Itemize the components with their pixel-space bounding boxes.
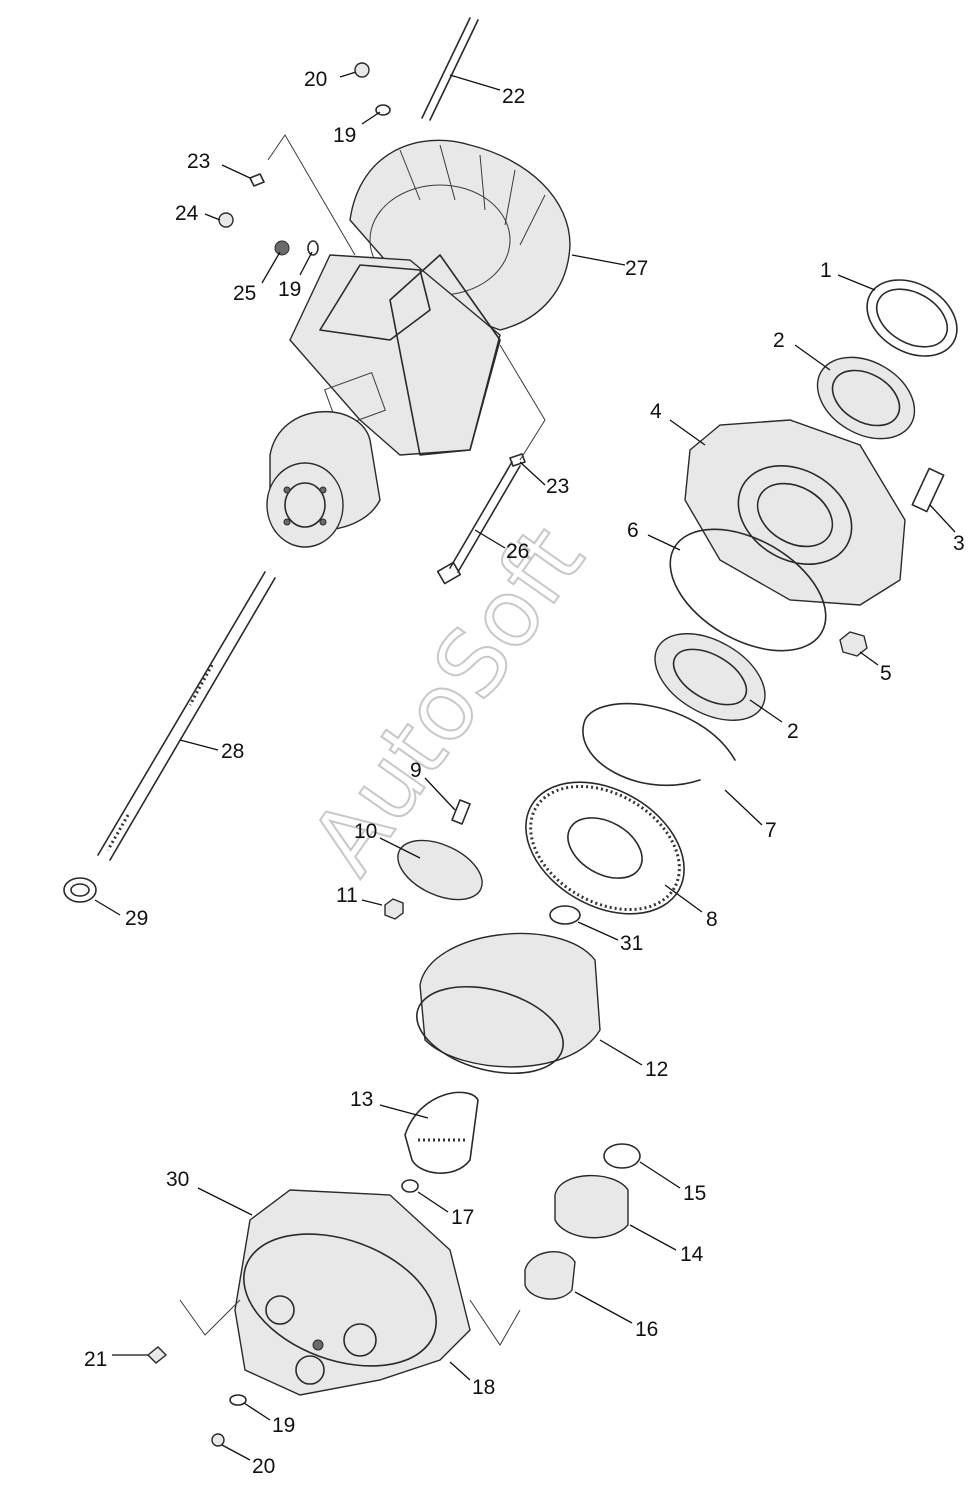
- axle-shaft-28: [63, 571, 276, 903]
- callout-2-top: 2: [773, 329, 785, 352]
- callout-2-lower: 2: [787, 720, 799, 743]
- snap-ring-7: [582, 702, 736, 786]
- callout-19-bottom: 19: [272, 1414, 295, 1437]
- hub-4: [684, 419, 906, 606]
- callout-23-top: 23: [187, 150, 210, 173]
- callout-24: 24: [175, 202, 199, 225]
- callout-23-right: 23: [546, 475, 569, 498]
- callout-14: 14: [680, 1243, 704, 1266]
- callout-19-top: 19: [333, 124, 356, 147]
- callout-16: 16: [635, 1318, 658, 1341]
- hub-flange: [266, 462, 344, 548]
- pin-9: [451, 799, 471, 825]
- callout-25: 25: [233, 282, 256, 305]
- callout-5: 5: [880, 662, 892, 685]
- callout-27: 27: [625, 257, 648, 280]
- gear-16: [524, 1251, 576, 1300]
- nut-20-top: [354, 62, 370, 78]
- callout-labels: 20 22 19 23 24 25 19 27 1 2 4 3 6 5 2 26…: [84, 68, 965, 1478]
- callout-4: 4: [650, 400, 662, 423]
- callout-29: 29: [125, 907, 148, 930]
- ring-31: [549, 905, 581, 925]
- bolt-26: [449, 461, 513, 569]
- callout-3: 3: [953, 532, 965, 555]
- nut-5: [839, 631, 868, 657]
- callout-20-bottom: 20: [252, 1455, 275, 1478]
- bearing-2-lower: [654, 633, 766, 721]
- ring-gear-12: [419, 932, 601, 1068]
- callout-1: 1: [820, 259, 832, 282]
- callout-8: 8: [706, 908, 718, 931]
- oring-19-top: [375, 104, 391, 116]
- callout-20-top: 20: [304, 68, 327, 91]
- bearing-2-top: [816, 356, 916, 440]
- callout-11: 11: [336, 884, 358, 907]
- seal-1: [866, 279, 958, 357]
- callout-18: 18: [472, 1376, 495, 1399]
- callout-9: 9: [410, 759, 422, 782]
- planetary-assembly: [384, 702, 736, 1174]
- hub-assembly: [654, 279, 958, 721]
- plug-25: [274, 240, 290, 256]
- callout-21: 21: [84, 1348, 107, 1371]
- callout-17: 17: [451, 1206, 474, 1229]
- end-cover: [146, 1189, 521, 1447]
- washer-24: [218, 212, 234, 228]
- nut-20-bottom: [211, 1433, 225, 1447]
- axle-housing: [218, 17, 571, 585]
- stud-22: [421, 17, 471, 119]
- callout-7: 7: [765, 819, 777, 842]
- callout-15: 15: [683, 1182, 706, 1205]
- stud-3: [911, 467, 945, 513]
- washer-10: [397, 839, 483, 901]
- sun-gear-13: [404, 1091, 479, 1174]
- callout-30: 30: [166, 1168, 189, 1191]
- leader-lines: [94, 71, 956, 1461]
- planet-carrier-8: [525, 781, 685, 915]
- oring-19-bottom: [229, 1394, 247, 1406]
- callout-10: 10: [354, 820, 377, 843]
- screw-21: [146, 1346, 168, 1364]
- callout-6: 6: [627, 519, 639, 542]
- screw-11: [384, 898, 404, 920]
- callout-12: 12: [645, 1058, 668, 1081]
- callout-31: 31: [620, 932, 643, 955]
- callout-28: 28: [221, 740, 244, 763]
- ring-17: [401, 1179, 419, 1193]
- callout-19-mid: 19: [278, 278, 301, 301]
- lower-gears: [401, 1143, 641, 1300]
- oring-19-mid: [307, 240, 319, 256]
- screw-23-top: [249, 173, 265, 187]
- callout-26: 26: [506, 540, 529, 563]
- callout-22: 22: [502, 85, 525, 108]
- gear-14: [554, 1174, 629, 1239]
- ring-29: [63, 877, 97, 903]
- callout-13: 13: [350, 1088, 373, 1111]
- screw-23-right: [509, 453, 526, 467]
- snap-ring-15: [603, 1143, 641, 1169]
